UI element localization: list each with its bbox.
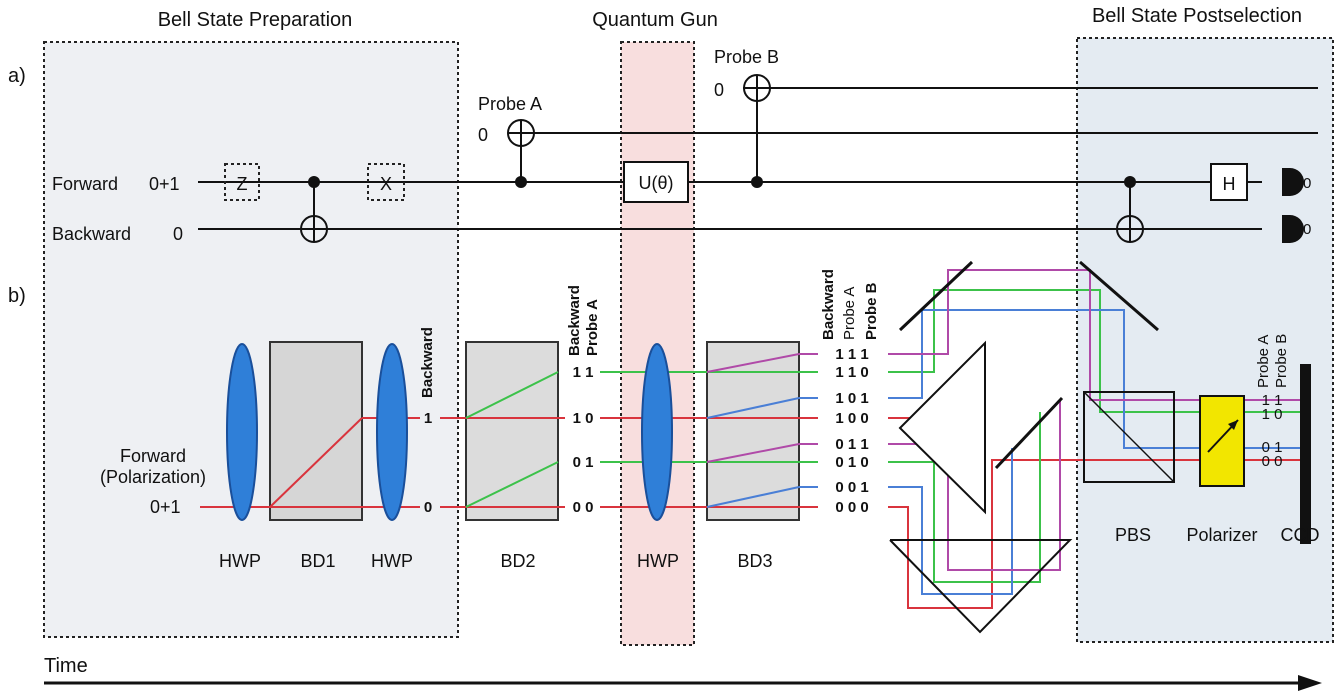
mirror-middle <box>994 396 1064 470</box>
cnot-3-control <box>751 176 763 188</box>
stage1-header: Backward <box>419 327 436 398</box>
panel-b-label: b) <box>8 285 26 307</box>
optics-forward-label: Forward <box>120 446 186 466</box>
pbs-diagonal <box>1083 391 1175 483</box>
label-hwp-2: HWP <box>371 551 413 571</box>
stage3-header-backward: Backward <box>820 269 837 340</box>
stage3-state-000: 0 0 0 <box>835 499 868 516</box>
mirror-top-left <box>898 260 974 332</box>
title-preparation: Bell State Preparation <box>158 9 353 31</box>
stage2-state-01: 0 1 <box>573 454 594 471</box>
output-state-01: 0 1 <box>1262 439 1283 456</box>
hwp-3-lens <box>641 343 673 521</box>
stage3-header-probe-a: Probe A <box>841 287 858 340</box>
x-gate-label: X <box>380 174 392 194</box>
output-state-11: 1 1 <box>1262 392 1283 409</box>
cnot-2-control <box>515 176 527 188</box>
stage2-state-00: 0 0 <box>573 499 594 516</box>
detector-forward-icon <box>1282 168 1304 196</box>
label-hwp-1: HWP <box>219 551 261 571</box>
stage1-state-0: 0 <box>424 499 432 516</box>
preparation-band <box>44 42 458 637</box>
optics-input-state: 0+1 <box>150 497 181 517</box>
label-pbs: PBS <box>1115 525 1151 545</box>
output-state-10: 1 0 <box>1262 406 1283 423</box>
stage3-state-101: 1 0 1 <box>835 390 868 407</box>
forward-label: Forward <box>52 174 118 194</box>
hwp-1-lens <box>226 343 258 521</box>
stage2-header-backward: Backward <box>566 285 583 356</box>
output-header-probe-b: Probe B <box>1273 334 1290 388</box>
probe-b-label: Probe B <box>714 47 779 67</box>
h-gate <box>1210 163 1248 201</box>
beams-blue <box>706 309 1300 595</box>
z-gate <box>224 163 260 201</box>
optics-forward-polarization: (Polarization) <box>100 467 206 487</box>
optics: Forward (Polarization) 0+1 HWP BD1 HWP B… <box>100 260 1320 634</box>
hwp-2-lens <box>376 343 408 521</box>
detector-backward-result: 0 <box>1303 221 1311 238</box>
detector-backward-icon <box>1282 215 1304 243</box>
cnot-4-control <box>1124 176 1136 188</box>
postselection-band <box>1077 38 1333 642</box>
bd2-crystal <box>465 341 559 521</box>
output-state-00: 0 0 <box>1262 453 1283 470</box>
stage3-header-probe-b: Probe B <box>863 282 880 340</box>
stage3-state-111: 1 1 1 <box>835 346 868 363</box>
time-arrowhead-icon <box>1298 675 1322 691</box>
label-bd3: BD3 <box>737 551 772 571</box>
title-postselection: Bell State Postselection <box>1092 5 1302 27</box>
z-gate-label: Z <box>237 174 248 194</box>
stage2-header-probe-a: Probe A <box>584 299 601 356</box>
postselection-frame <box>1076 37 1334 643</box>
mirror-bottom <box>889 539 1073 634</box>
forward-state: 0+1 <box>149 174 180 194</box>
label-polarizer: Polarizer <box>1186 525 1257 545</box>
label-bd2: BD2 <box>500 551 535 571</box>
stage3-state-010: 0 1 0 <box>835 454 868 471</box>
ccd-bar <box>1300 364 1311 544</box>
mirror-top-right <box>1079 260 1159 332</box>
bd1-crystal <box>269 341 363 521</box>
label-ccd: CCD <box>1281 525 1320 545</box>
circuit: Forward 0+1 Backward 0 Probe A 0 Probe B… <box>52 47 1318 244</box>
backward-state: 0 <box>173 224 183 244</box>
h-gate-label: H <box>1223 174 1236 194</box>
gun-frame <box>620 41 695 646</box>
stage3-state-100: 1 0 0 <box>835 410 868 427</box>
label-bd1: BD1 <box>300 551 335 571</box>
title-gun: Quantum Gun <box>592 9 718 31</box>
output-header-probe-a: Probe A <box>1255 335 1272 388</box>
stage3-state-011: 0 1 1 <box>835 436 868 453</box>
probe-a-label: Probe A <box>478 94 542 114</box>
stage3-state-001: 0 0 1 <box>835 479 868 496</box>
cnot-1-control <box>308 176 320 188</box>
stage3-state-110: 1 1 0 <box>835 364 868 381</box>
prism <box>898 340 986 515</box>
x-gate <box>367 163 405 201</box>
detector-forward-result: 0 <box>1303 175 1311 192</box>
panel-a-label: a) <box>8 65 26 87</box>
u-theta-label: U(θ) <box>639 173 674 193</box>
stage2-state-11: 1 1 <box>573 364 594 381</box>
label-hwp-3: HWP <box>637 551 679 571</box>
backward-label: Backward <box>52 224 131 244</box>
stage1-state-1: 1 <box>424 410 432 427</box>
probe-a-state: 0 <box>478 125 488 145</box>
probe-b-state: 0 <box>714 80 724 100</box>
pbs-cube <box>1083 391 1175 483</box>
time-label: Time <box>44 655 88 677</box>
stage2-state-10: 1 0 <box>573 410 594 427</box>
polarizer-plate <box>1199 395 1245 487</box>
u-theta-gate <box>623 161 689 203</box>
preparation-frame <box>43 41 459 638</box>
